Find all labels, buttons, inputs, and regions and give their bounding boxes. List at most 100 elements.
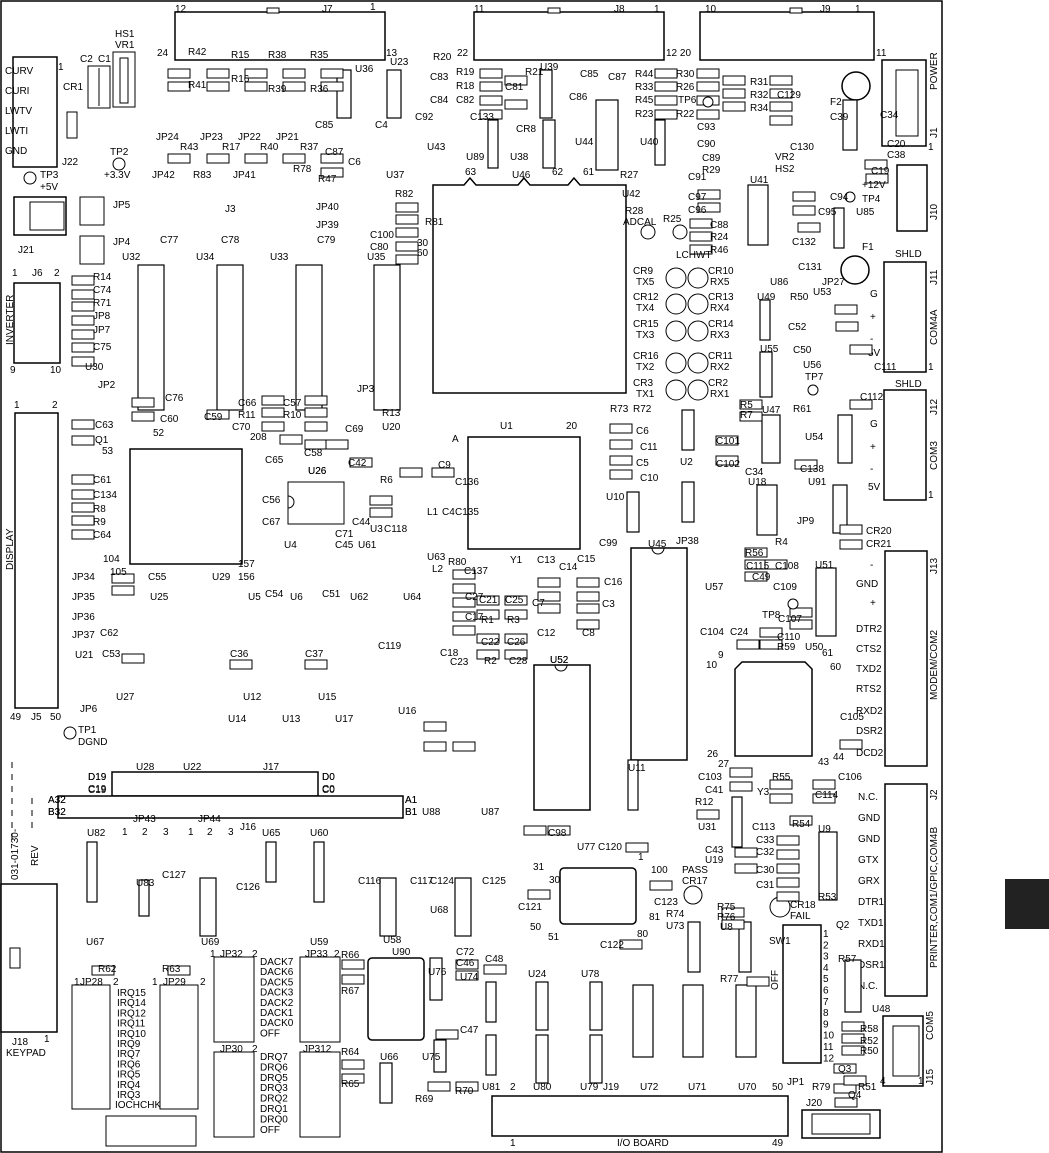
refdes: A1	[405, 795, 418, 806]
refdes: C110	[777, 632, 801, 643]
irq-label: IRQ15	[117, 988, 146, 999]
dip-ic	[379, 1062, 393, 1104]
irq-label: IRQ6	[117, 1059, 141, 1070]
svg-text:5V: 5V	[868, 482, 881, 493]
svg-text:13: 13	[386, 48, 398, 59]
refdes: 10	[706, 660, 718, 671]
refdes: C63	[95, 420, 114, 431]
refdes: R41	[188, 80, 207, 91]
refdes: U5	[248, 592, 261, 603]
dip-ic	[632, 984, 654, 1058]
refdes: C74	[93, 285, 112, 296]
passive	[792, 205, 816, 216]
passive	[325, 439, 349, 450]
led-ref: CR3	[633, 378, 653, 389]
refdes: 105	[110, 567, 127, 578]
refdes: R55	[772, 772, 791, 783]
refdes: TP7	[805, 372, 824, 383]
svg-text:U46: U46	[512, 170, 531, 181]
refdes: JP37	[72, 630, 95, 641]
svg-text:G: G	[870, 419, 878, 430]
svg-text:GND: GND	[5, 146, 27, 157]
refdes: JP7	[93, 325, 111, 336]
led-ref: CR10	[708, 266, 734, 277]
refdes: R75	[717, 902, 736, 913]
refdes: R4	[775, 537, 788, 548]
svg-text:5V: 5V	[868, 348, 881, 359]
svg-text:SW1: SW1	[769, 936, 791, 947]
passive	[715, 455, 739, 466]
refdes: U45	[648, 539, 667, 550]
heatsink-vr1	[66, 51, 136, 139]
svg-text:10: 10	[50, 365, 62, 376]
passive	[395, 214, 419, 225]
passive	[423, 741, 447, 752]
refdes: U74	[460, 972, 479, 983]
refdes: C44	[352, 517, 371, 528]
refdes: C113	[752, 822, 776, 833]
refdes: C86	[569, 92, 588, 103]
refdes: U71	[688, 1082, 707, 1093]
passive	[91, 965, 115, 976]
refdes: R18	[456, 81, 475, 92]
refdes: C13	[537, 555, 556, 566]
dip-ic	[681, 481, 695, 523]
refdes: C52	[788, 322, 807, 333]
chip-u46: U46 63 62 61 30 60	[417, 167, 627, 394]
passive	[341, 1059, 365, 1070]
svg-text:TP2: TP2	[110, 147, 129, 158]
refdes: JP1	[787, 1077, 805, 1088]
refdes: U22	[183, 762, 202, 773]
svg-text:J9: J9	[820, 4, 831, 15]
refdes: U85	[856, 207, 875, 218]
drq-label: DRQ5	[260, 1073, 288, 1084]
dack-label: DACK6	[260, 967, 294, 978]
refdes: JP27	[822, 277, 845, 288]
refdes: R82	[395, 189, 414, 200]
refdes: U44	[575, 137, 594, 148]
refdes: R44	[635, 69, 654, 80]
drq-label: OFF	[260, 1125, 280, 1136]
svg-text:U52: U52	[550, 655, 569, 666]
svg-text:JP32: JP32	[220, 949, 243, 960]
passive	[812, 779, 836, 790]
refdes: C18	[440, 648, 459, 659]
refdes: +12V	[862, 180, 886, 191]
j7-label: J7	[322, 4, 333, 15]
refdes: C130	[790, 142, 814, 153]
refdes: C32	[756, 847, 775, 858]
chip-u26: U26	[287, 466, 345, 525]
passive	[729, 767, 753, 778]
svg-text:49: 49	[772, 1138, 784, 1149]
refdes: R66	[341, 950, 360, 961]
refdes: R14	[93, 272, 112, 283]
refdes: R26	[676, 82, 695, 93]
dip-ic	[759, 351, 773, 398]
refdes: U91	[808, 477, 827, 488]
svg-text:50: 50	[50, 712, 62, 723]
refdes: R65	[341, 1079, 360, 1090]
dip-ic	[86, 841, 98, 903]
refdes: U41	[750, 175, 769, 186]
dip-ic	[216, 264, 244, 411]
passive	[244, 153, 268, 164]
switch-number: 12	[823, 1053, 835, 1064]
refdes: R19	[456, 67, 475, 78]
svg-text:1: 1	[14, 400, 20, 411]
passive	[304, 421, 328, 432]
refdes: C6	[636, 426, 649, 437]
jumper-jp28: 1 JP28 2 IRQ15IRQ14IRQ12IRQ11IRQ10IRQ9IR…	[71, 977, 161, 1111]
svg-text:B1: B1	[405, 807, 418, 818]
svg-text:J12: J12	[929, 398, 940, 415]
svg-text:J8: J8	[614, 4, 625, 15]
passive	[304, 659, 328, 670]
passive	[729, 781, 753, 792]
led-label: RX4	[710, 303, 730, 314]
refdes: JP35	[72, 592, 95, 603]
passive	[739, 399, 763, 410]
